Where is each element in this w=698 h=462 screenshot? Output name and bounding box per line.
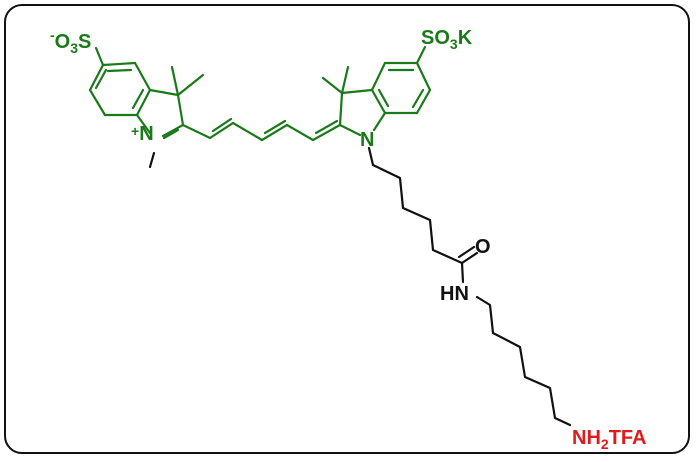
right-sulfonate-label: SO3K (421, 27, 473, 52)
terminal-amine-label: NH2TFA (572, 427, 646, 452)
carbonyl-oxygen-label: O (475, 236, 491, 258)
left-nitrogen-label: +N (131, 123, 154, 145)
dye-core-bonds (88, 45, 432, 169)
figure-border (4, 4, 690, 454)
left-sulfonate-label: -O3S (50, 27, 91, 56)
right-nitrogen-label: N (360, 129, 374, 151)
linker-bonds (367, 146, 572, 427)
amide-nh-label: HN (440, 283, 469, 305)
